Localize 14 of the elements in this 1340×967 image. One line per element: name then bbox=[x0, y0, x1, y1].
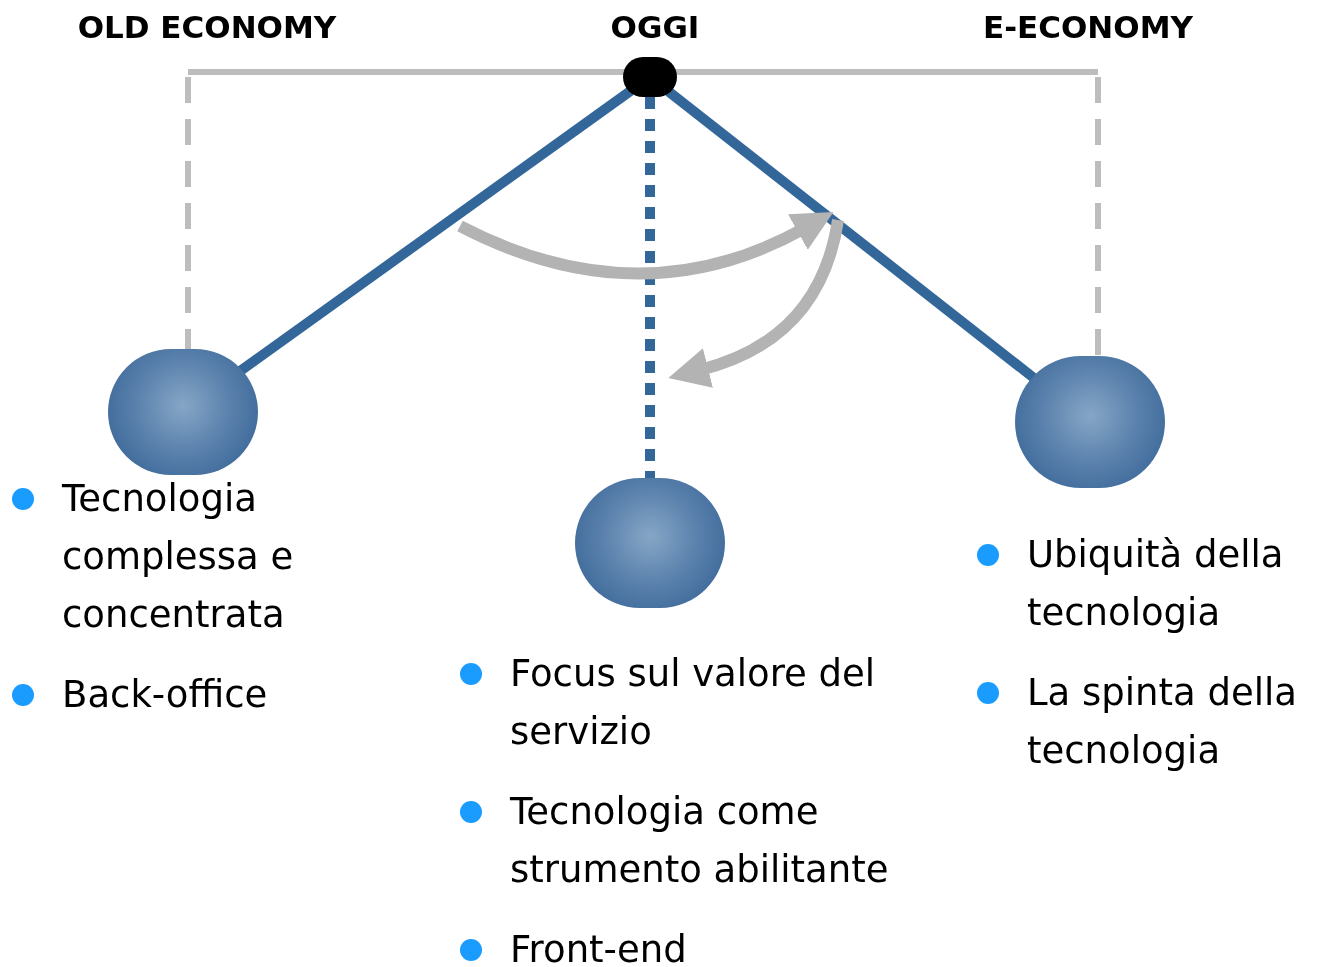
pendulum-line bbox=[665, 87, 1038, 383]
dotted-pendulum-line bbox=[645, 97, 655, 478]
column-heading: E-ECONOMY bbox=[982, 8, 1194, 47]
column-heading: OLD ECONOMY bbox=[76, 8, 338, 47]
bullet-text: Back-office bbox=[62, 672, 268, 718]
bullet-text: La spinta della tecnologia bbox=[1027, 670, 1298, 774]
bullet-text: Tecnologia complessa e concentrata bbox=[62, 476, 295, 638]
pivot-point bbox=[623, 57, 677, 97]
bullet-text: Focus sul valore del servizio bbox=[510, 651, 877, 755]
bullet-text: Tecnologia come strumento abilitante bbox=[510, 789, 890, 893]
pendulum-line bbox=[237, 86, 634, 376]
bullet-text: Front-end bbox=[510, 927, 687, 967]
column-heading: OGGI bbox=[609, 8, 701, 47]
bullet-text: Ubiquità della tecnologia bbox=[1027, 532, 1285, 636]
